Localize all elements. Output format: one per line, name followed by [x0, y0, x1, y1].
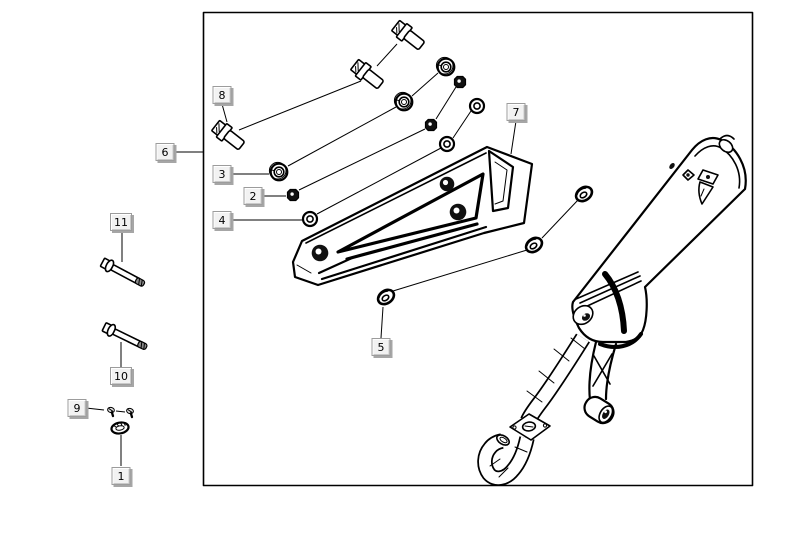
- hex-bolt-11: [98, 255, 148, 291]
- stud-bolt: [209, 118, 248, 154]
- rubber-grommet: [374, 285, 398, 309]
- callout-2[interactable]: 2: [243, 187, 263, 205]
- rubber-grommet: [522, 233, 546, 257]
- callout-11[interactable]: 11: [110, 213, 132, 231]
- exhaust-gasket: [110, 421, 130, 435]
- leader-lines: [85, 43, 579, 466]
- callout-4[interactable]: 4: [212, 211, 232, 229]
- callout-3[interactable]: 3: [212, 165, 232, 183]
- muffler: [571, 134, 747, 425]
- header-bend: [477, 433, 535, 486]
- exhaust-flange: [509, 413, 551, 441]
- muffler-tip: [718, 138, 734, 154]
- drawing-frame: [202, 11, 754, 487]
- screw: [124, 406, 136, 419]
- lock-nut: [424, 118, 438, 132]
- callout-6[interactable]: 6: [155, 143, 175, 161]
- callout-8[interactable]: 8: [212, 86, 232, 104]
- flange-nut: [268, 161, 289, 182]
- washer: [301, 210, 319, 228]
- stud-bolt-group: [209, 18, 428, 154]
- lock-nut: [286, 188, 300, 202]
- stud-bolt: [389, 18, 428, 54]
- callout-10[interactable]: 10: [110, 367, 132, 385]
- bracket-bushing: [583, 395, 615, 425]
- washer: [438, 135, 456, 153]
- heat-shield: [291, 145, 534, 287]
- callout-5[interactable]: 5: [371, 338, 391, 356]
- callout-7[interactable]: 7: [506, 103, 526, 121]
- callout-9[interactable]: 9: [67, 399, 87, 417]
- washer: [468, 97, 486, 115]
- flange-nut: [435, 56, 456, 77]
- screw: [105, 405, 117, 418]
- lock-nut: [453, 75, 467, 89]
- callout-1[interactable]: 1: [111, 467, 131, 485]
- hex-bolt-10: [100, 320, 150, 354]
- exhaust-pipe: [520, 333, 590, 425]
- flange-nut: [393, 91, 414, 112]
